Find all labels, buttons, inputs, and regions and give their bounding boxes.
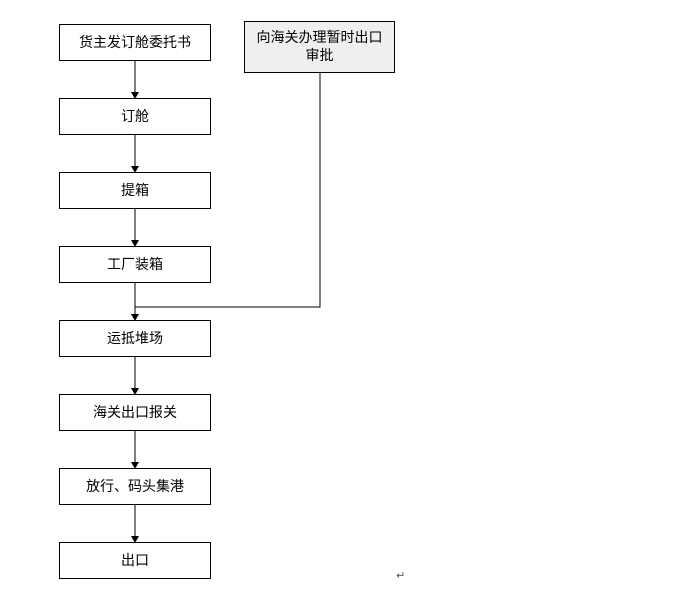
side-connector-line — [135, 73, 321, 308]
flow-step-container-pickup: 提箱 — [59, 172, 211, 209]
side-step-temporary-export-approval: 向海关办理暂时出口 审批 — [244, 21, 395, 73]
flow-step-arrive-yard: 运抵堆场 — [59, 320, 211, 357]
side-step-line1: 向海关办理暂时出口 — [256, 30, 383, 46]
flow-step-export: 出口 — [59, 542, 211, 579]
side-step-line2: 审批 — [305, 48, 334, 64]
flow-step-booking: 订舱 — [59, 98, 211, 135]
flow-step-label: 出口 — [121, 552, 149, 569]
flow-step-customs-declaration: 海关出口报关 — [59, 394, 211, 431]
flow-step-label: 运抵堆场 — [107, 330, 163, 347]
flow-step-label: 货主发订舱委托书 — [79, 34, 191, 51]
flow-step-label: 提箱 — [121, 182, 149, 199]
flow-step-label: 放行、码头集港 — [86, 478, 184, 495]
flow-step-label: 订舱 — [121, 108, 149, 125]
flow-step-factory-loading: 工厂装箱 — [59, 246, 211, 283]
flow-step-label: 海关出口报关 — [93, 404, 177, 421]
paragraph-mark: ↵ — [396, 569, 406, 582]
flow-step-release-port: 放行、码头集港 — [59, 468, 211, 505]
flow-step-booking-request: 货主发订舱委托书 — [59, 24, 211, 61]
flow-step-label: 工厂装箱 — [107, 256, 163, 273]
